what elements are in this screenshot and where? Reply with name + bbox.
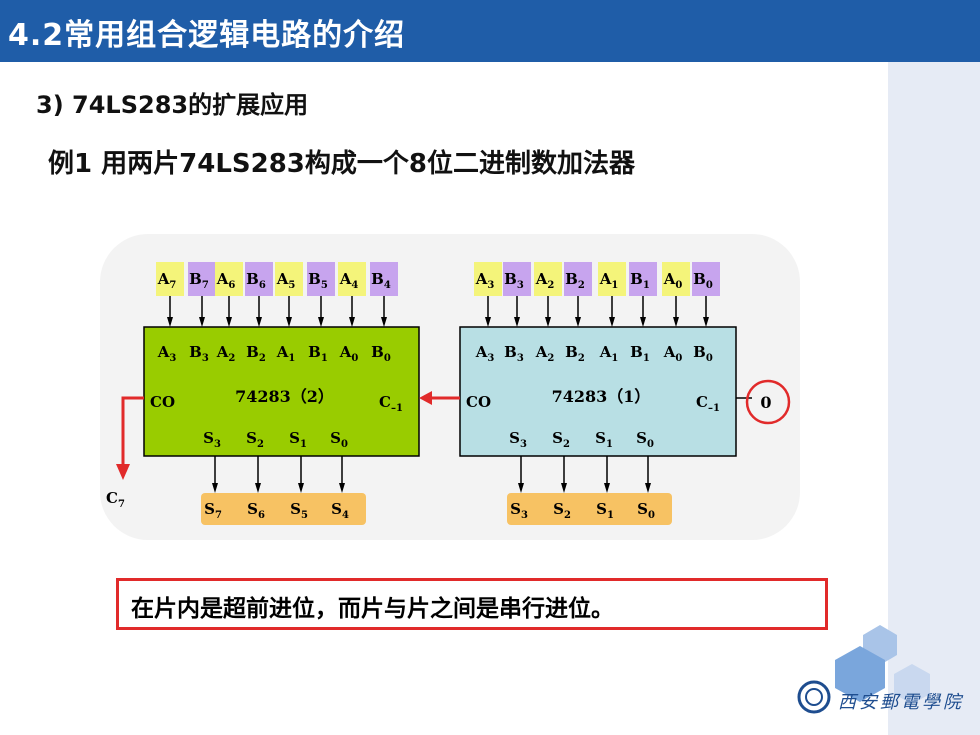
low-input-1-arrowhead [514, 317, 520, 327]
low-input-2-arrowhead [545, 317, 551, 327]
note-text: 在片内是超前进位，而片与片之间是串行进位。 [131, 596, 614, 622]
low-input-5-arrowhead [640, 317, 646, 327]
slide-title: 4.2常用组合逻辑电路的介绍 [8, 18, 406, 53]
high-sum-1-arrowhead [255, 483, 261, 493]
low-output-box [507, 493, 672, 525]
high-input-3-arrowhead [256, 317, 262, 327]
high-input-box-5 [307, 262, 335, 296]
low-input-4-arrowhead [609, 317, 615, 327]
low-input-3-arrowhead [575, 317, 581, 327]
high-input-6-arrowhead [349, 317, 355, 327]
example-heading: 例1 用两片74LS283构成一个8位二进制数加法器 [48, 149, 635, 179]
section-subtitle: 3) 74LS283的扩展应用 [36, 91, 309, 119]
slide-header: 4.2常用组合逻辑电路的介绍 [0, 0, 980, 62]
low-input-box-3 [564, 262, 592, 296]
decorative-side-strip [888, 62, 980, 735]
high-input-1-arrowhead [199, 317, 205, 327]
high-input-2-arrowhead [226, 317, 232, 327]
high-input-box-2 [215, 262, 243, 296]
high-input-box-4 [275, 262, 303, 296]
note-box: 在片内是超前进位，而片与片之间是串行进位。 [116, 578, 828, 630]
low-sum-0-arrowhead [518, 483, 524, 493]
low-input-box-4 [598, 262, 626, 296]
high-sum-2-arrowhead [298, 483, 304, 493]
university-logo-text: 西安郵電學院 [838, 692, 964, 713]
low-sum-2-arrowhead [604, 483, 610, 493]
high-input-box-7 [370, 262, 398, 296]
carry-out-arrowhead [116, 464, 130, 480]
carry-link-arrowhead [419, 391, 432, 405]
low-input-7-arrowhead [703, 317, 709, 327]
low-chip-co-label: CO [466, 393, 491, 411]
low-sum-3-arrowhead [645, 483, 651, 493]
low-chip-name: 74283（1） [552, 387, 651, 406]
low-sum-1-arrowhead [561, 483, 567, 493]
low-input-box-1 [503, 262, 531, 296]
low-input-box-0 [474, 262, 502, 296]
high-input-box-1 [188, 262, 216, 296]
high-sum-0-arrowhead [212, 483, 218, 493]
high-chip-co-label: CO [150, 393, 175, 411]
high-output-box [201, 493, 366, 525]
high-input-0-arrowhead [167, 317, 173, 327]
low-input-0-arrowhead [485, 317, 491, 327]
high-input-5-arrowhead [318, 317, 324, 327]
high-input-7-arrowhead [381, 317, 387, 327]
low-input-box-7 [692, 262, 720, 296]
cin-zero-circle [745, 379, 791, 425]
high-sum-3-arrowhead [339, 483, 345, 493]
low-input-box-6 [662, 262, 690, 296]
high-chip-body [143, 326, 420, 457]
low-input-box-2 [534, 262, 562, 296]
carry-out-wire [121, 396, 144, 466]
high-input-box-6 [338, 262, 366, 296]
low-input-6-arrowhead [673, 317, 679, 327]
high-input-box-0 [156, 262, 184, 296]
high-chip-name: 74283（2） [235, 387, 334, 406]
high-input-box-3 [245, 262, 273, 296]
low-chip-body [459, 326, 737, 457]
low-input-box-5 [629, 262, 657, 296]
high-input-4-arrowhead [286, 317, 292, 327]
carry-out-label: C7 [106, 489, 125, 510]
cin-zero-value: 0 [760, 393, 771, 412]
